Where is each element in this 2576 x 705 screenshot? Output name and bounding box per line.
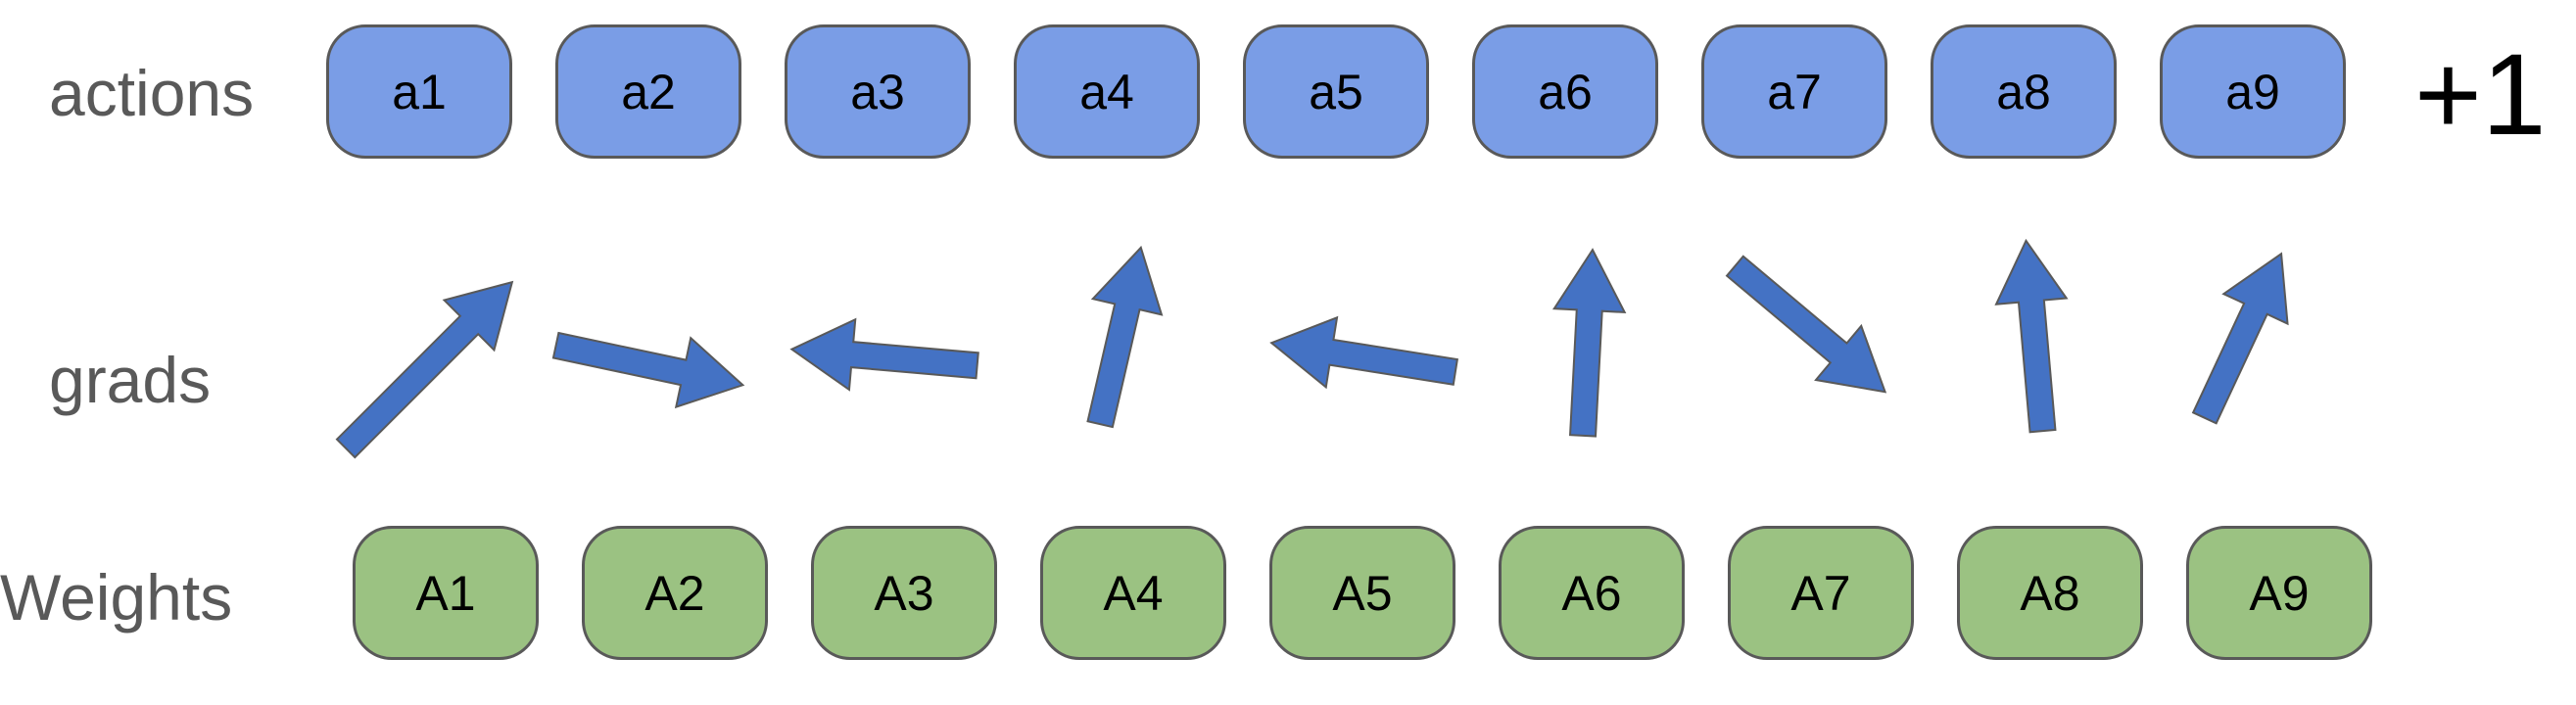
- weight-box-A2: A2: [582, 526, 768, 660]
- grad-arrow-6: [1551, 248, 1627, 438]
- plus-one-label: +1: [2414, 30, 2547, 160]
- action-box-a2: a2: [555, 24, 741, 159]
- action-box-a4: a4: [1014, 24, 1200, 159]
- grad-arrow-8: [1994, 238, 2069, 434]
- weight-box-A3: A3: [811, 526, 997, 660]
- grad-arrow-3: [789, 317, 979, 392]
- action-box-a5: a5: [1243, 24, 1429, 159]
- action-box-a6: a6: [1472, 24, 1658, 159]
- weight-box-A8: A8: [1957, 526, 2143, 660]
- grad-arrow-4: [1086, 245, 1164, 429]
- weight-box-A1: A1: [353, 526, 539, 660]
- weight-box-A5: A5: [1269, 526, 1455, 660]
- grad-arrow-9: [2191, 252, 2289, 425]
- weight-box-A4: A4: [1040, 526, 1226, 660]
- action-box-a1: a1: [326, 24, 512, 159]
- grad-arrow-2: [551, 331, 745, 409]
- action-box-a3: a3: [785, 24, 971, 159]
- grads-row-label: grads: [49, 344, 212, 416]
- actions-row-label: actions: [49, 57, 255, 129]
- weight-box-A9: A9: [2186, 526, 2372, 660]
- grad-arrow-7: [1725, 255, 1887, 394]
- action-box-a7: a7: [1701, 24, 1887, 159]
- action-box-a9: a9: [2160, 24, 2346, 159]
- grad-arrow-1: [335, 280, 514, 459]
- grad-arrow-5: [1269, 315, 1459, 390]
- action-box-a8: a8: [1931, 24, 2117, 159]
- weight-box-A7: A7: [1728, 526, 1914, 660]
- weights-row-label: Weights: [0, 561, 233, 634]
- weight-box-A6: A6: [1499, 526, 1685, 660]
